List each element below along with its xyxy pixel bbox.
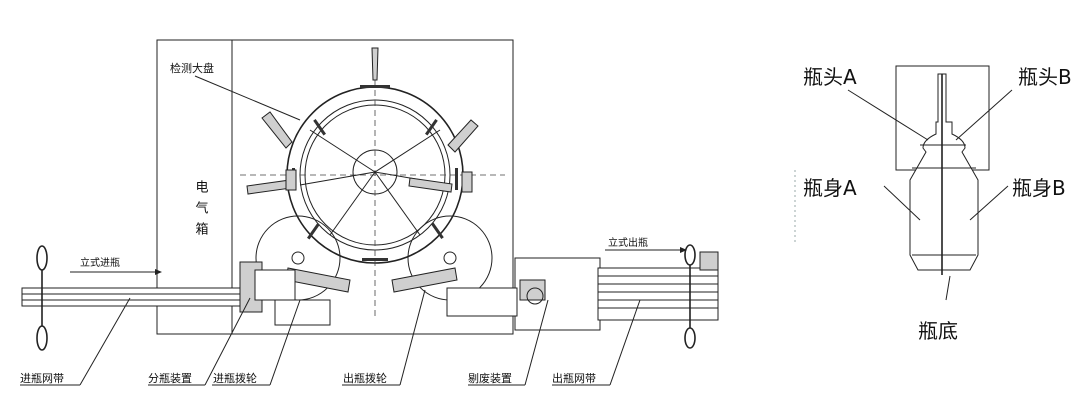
outfeed-star-wheel-label: 出瓶拨轮: [343, 371, 387, 385]
camera-heads: [246, 47, 479, 195]
bottle-body-b-label: 瓶身B: [1012, 176, 1066, 200]
bottle-head-a-label: 瓶头A: [803, 65, 857, 89]
bottle-head-b-label: 瓶头B: [1018, 65, 1072, 89]
reject-device: [446, 257, 601, 331]
bottle-diagram: 瓶头A 瓶头B 瓶身A 瓶身B 瓶底: [794, 65, 1072, 343]
inspection-turntable-label: 检测大盘: [170, 61, 214, 75]
infeed-vertical-label: 立式进瓶: [80, 256, 120, 269]
control-box-label: 电气箱: [193, 180, 209, 243]
infeed-belt-label: 进瓶网带: [20, 371, 64, 385]
inspection-turntable: [240, 47, 505, 320]
bottle-bottom-label: 瓶底: [918, 319, 958, 343]
bottle-body-a-label: 瓶身A: [803, 176, 857, 200]
bottle-splitter-label: 分瓶装置: [148, 371, 192, 385]
outfeed-conveyor: [597, 244, 719, 349]
infeed-conveyor: [21, 245, 296, 351]
infeed-star-wheel-label: 进瓶拨轮: [213, 371, 257, 385]
reject-device-label: 剔废装置: [468, 371, 512, 385]
infeed-star-wheel: [255, 215, 351, 326]
outfeed-vertical-label: 立式出瓶: [608, 236, 648, 249]
outfeed-belt-label: 出瓶网带: [552, 371, 596, 385]
bottom-callouts: 进瓶网带 分瓶装置 进瓶拨轮 出瓶拨轮 剔废装置 出瓶网带: [20, 289, 641, 386]
